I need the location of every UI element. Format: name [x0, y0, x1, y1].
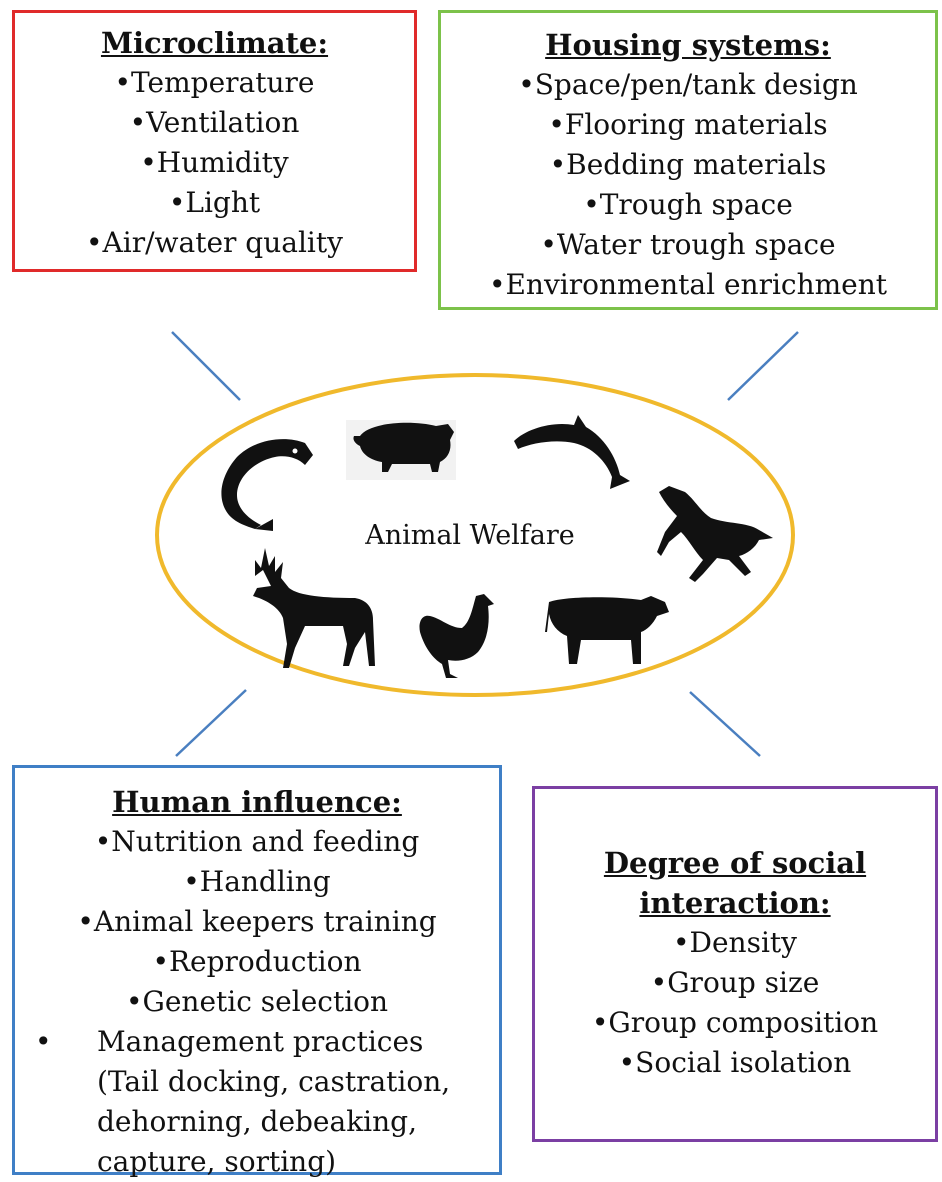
connector-microclimate	[171, 331, 241, 401]
center-label: Animal Welfare	[365, 520, 575, 551]
practices-text: Management practices (Tail docking, cast…	[97, 1022, 499, 1182]
housing-item: Water trough space	[441, 225, 935, 265]
horse-icon	[657, 486, 773, 582]
human-influence-item: Reproduction	[15, 942, 499, 982]
management-practices: • Management practices (Tail docking, ca…	[15, 1022, 499, 1182]
human-influence-box: Human influence: Nutrition and feeding H…	[12, 765, 502, 1178]
housing-item: Space/pen/tank design	[441, 65, 935, 105]
connector-human	[175, 689, 247, 757]
microclimate-item: Temperature	[15, 63, 414, 103]
housing-list: Space/pen/tank design Flooring materials…	[441, 65, 935, 305]
human-influence-list: Nutrition and feeding Handling Animal ke…	[15, 822, 499, 1022]
microclimate-item: Air/water quality	[15, 223, 414, 263]
housing-box: Housing systems: Space/pen/tank design F…	[438, 10, 938, 310]
practices-line: (Tail docking, castration,	[97, 1065, 451, 1098]
practices-line: capture, sorting)	[97, 1145, 337, 1178]
welfare-ellipse	[155, 373, 795, 697]
connector-housing	[727, 331, 799, 401]
human-influence-item: Animal keepers training	[15, 902, 499, 942]
social-list: Density Group size Group composition Soc…	[535, 923, 935, 1083]
social-interaction-box: Degree of social interaction: Density Gr…	[532, 786, 938, 1142]
practices-line: dehorning, debeaking,	[97, 1105, 417, 1138]
housing-item: Environmental enrichment	[441, 265, 935, 305]
microclimate-list: Temperature Ventilation Humidity Light A…	[15, 63, 414, 263]
pig-icon	[346, 420, 456, 480]
human-influence-item: Handling	[15, 862, 499, 902]
microclimate-box: Microclimate: Temperature Ventilation Hu…	[12, 10, 417, 272]
microclimate-item: Light	[15, 183, 414, 223]
social-item: Group composition	[535, 1003, 935, 1043]
social-title-line1: Degree of social	[603, 846, 867, 880]
housing-item: Flooring materials	[441, 105, 935, 145]
microclimate-item: Ventilation	[15, 103, 414, 143]
social-title-line2: interaction:	[639, 886, 831, 920]
connector-social	[689, 691, 761, 757]
microclimate-item: Humidity	[15, 143, 414, 183]
social-item: Group size	[535, 963, 935, 1003]
human-influence-item: Nutrition and feeding	[15, 822, 499, 862]
dolphin-icon	[514, 415, 630, 489]
social-item: Social isolation	[535, 1043, 935, 1083]
human-influence-item: Genetic selection	[15, 982, 499, 1022]
housing-item: Trough space	[441, 185, 935, 225]
housing-title: Housing systems:	[545, 28, 831, 62]
deer-icon	[253, 548, 375, 668]
practices-bullet: •	[35, 1025, 52, 1058]
housing-item: Bedding materials	[441, 145, 935, 185]
human-influence-title: Human influence:	[112, 785, 402, 819]
fish-icon	[221, 439, 313, 531]
practices-line: Management practices	[97, 1025, 424, 1058]
social-item: Density	[535, 923, 935, 963]
cow-icon	[545, 596, 669, 664]
microclimate-title: Microclimate:	[100, 26, 329, 60]
chicken-icon	[419, 594, 494, 678]
